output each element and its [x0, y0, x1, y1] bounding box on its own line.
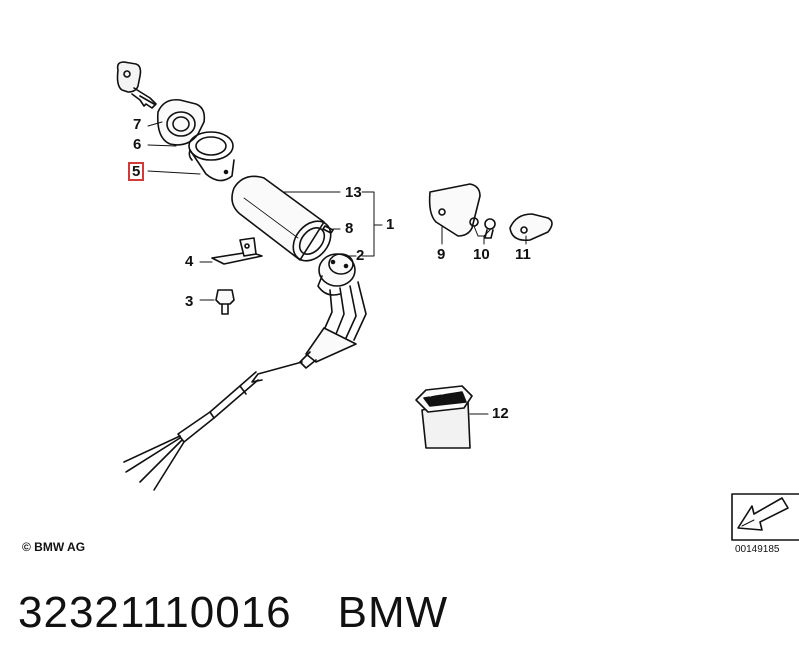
- callout-12: 12: [492, 405, 509, 422]
- callout-7: 7: [133, 116, 142, 133]
- brand-name: BMW: [337, 588, 449, 637]
- callout-8: 8: [345, 220, 354, 237]
- screw-part: [215, 289, 235, 315]
- callout-1: 1: [386, 216, 395, 233]
- wiring-harness-part: [123, 281, 367, 491]
- callout-10: 10: [473, 246, 490, 263]
- footer-caption: 32321110016 BMW: [18, 588, 448, 638]
- callout-2: 2: [356, 247, 365, 264]
- copyright-label: © BMW AG: [22, 540, 86, 554]
- diagram-id-label: 00149185: [735, 544, 780, 555]
- callout-13: 13: [345, 184, 362, 201]
- seal-ring-part: [156, 98, 206, 146]
- callout-6: 6: [133, 136, 142, 153]
- bracket-part: [211, 237, 263, 265]
- callout-11: 11: [515, 246, 531, 263]
- callout-5-highlighted: 5: [128, 162, 145, 181]
- arrow-nav-icon: [731, 493, 799, 541]
- leader-lines: [147, 121, 527, 415]
- part-number: 32321110016: [18, 588, 292, 637]
- callout-9: 9: [437, 246, 446, 263]
- lock-barrel-part: [188, 131, 235, 182]
- callout-3: 3: [185, 293, 194, 310]
- relay-part: [415, 385, 473, 449]
- callout-4: 4: [185, 253, 194, 270]
- ignition-switch-part: [317, 253, 356, 296]
- pin-part: [322, 225, 334, 234]
- key-icon: [116, 61, 157, 109]
- cover-plate-part: [428, 183, 481, 237]
- cap-part: [509, 213, 553, 242]
- cylinder-housing-part: [231, 175, 332, 262]
